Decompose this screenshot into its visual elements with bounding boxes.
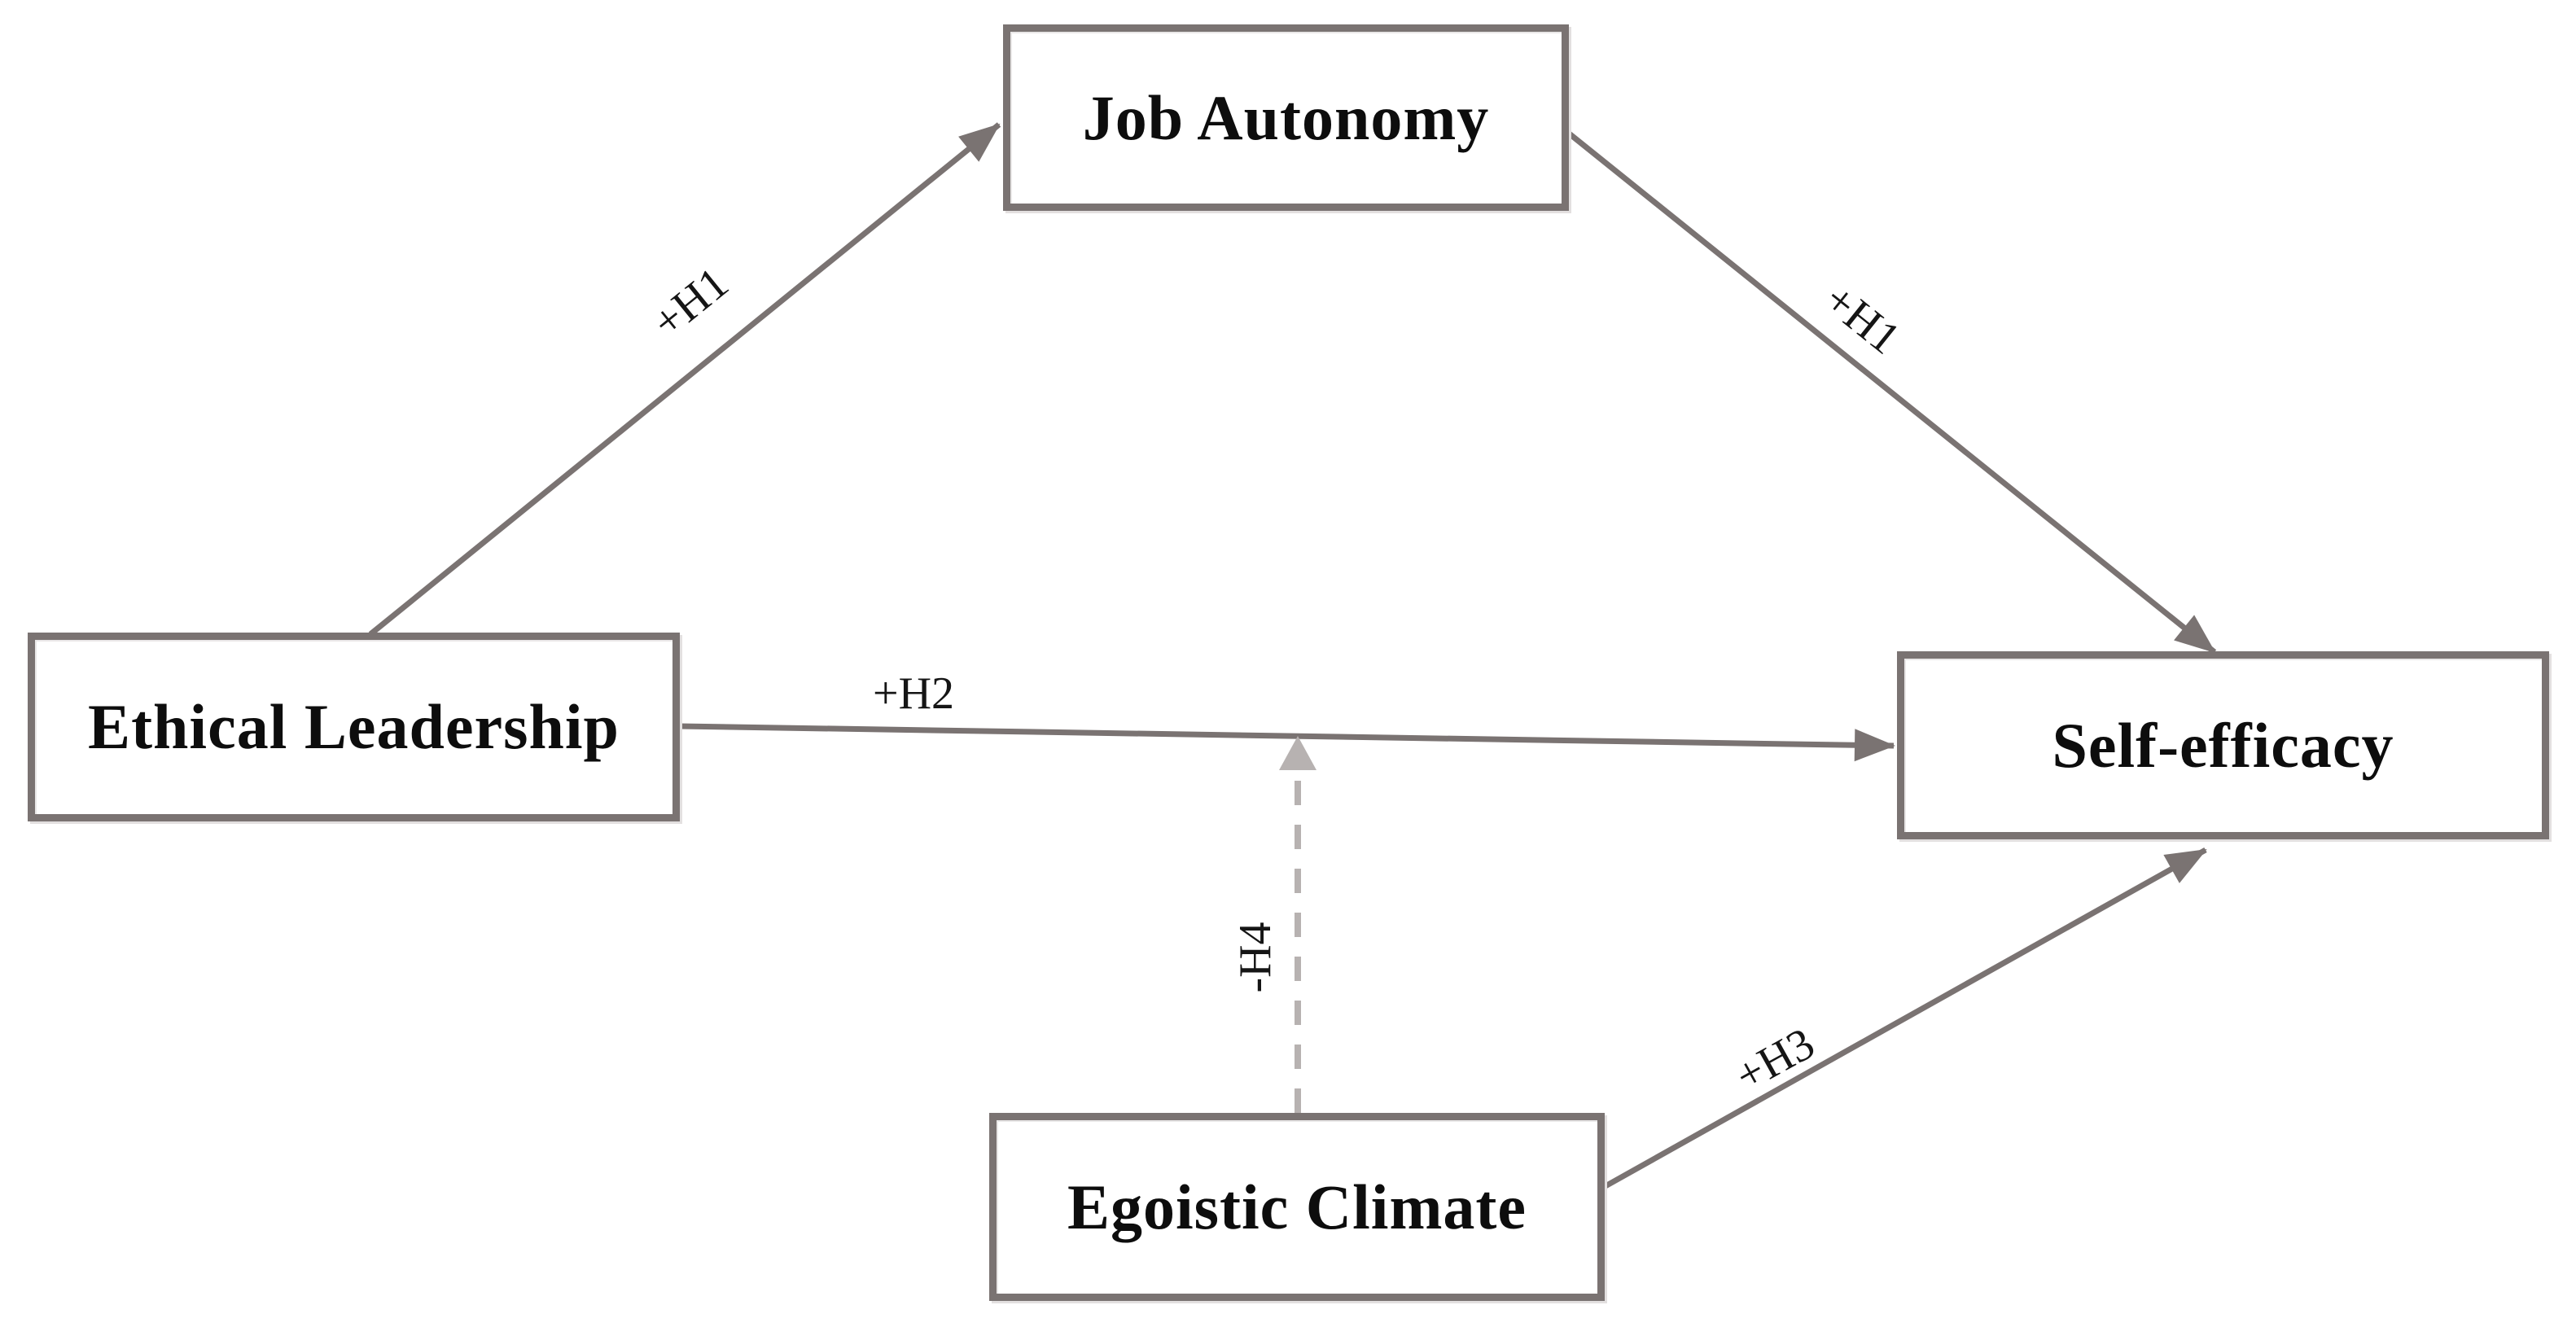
edge-h4-arrowhead bbox=[1279, 736, 1316, 770]
edge-h1b-arrow bbox=[1566, 130, 2217, 655]
node-self-efficacy-label: Self-efficacy bbox=[2052, 709, 2394, 781]
node-ethical-leadership-label: Ethical Leadership bbox=[88, 691, 620, 762]
node-job-autonomy-label: Job Autonomy bbox=[1082, 81, 1490, 153]
node-job-autonomy: Job Autonomy bbox=[1003, 24, 1569, 211]
node-self-efficacy: Self-efficacy bbox=[1897, 651, 2549, 839]
edge-h1a-arrow bbox=[368, 122, 1001, 637]
edge-label-h2: +H2 bbox=[872, 668, 955, 719]
edge-h3-arrow bbox=[1602, 847, 2207, 1190]
edge-h2-arrow bbox=[678, 723, 1895, 762]
edge-label-h4: -H4 bbox=[1230, 922, 1281, 993]
node-ethical-leadership: Ethical Leadership bbox=[28, 633, 680, 821]
node-egoistic-climate: Egoistic Climate bbox=[989, 1113, 1605, 1301]
node-egoistic-climate-label: Egoistic Climate bbox=[1067, 1171, 1527, 1242]
